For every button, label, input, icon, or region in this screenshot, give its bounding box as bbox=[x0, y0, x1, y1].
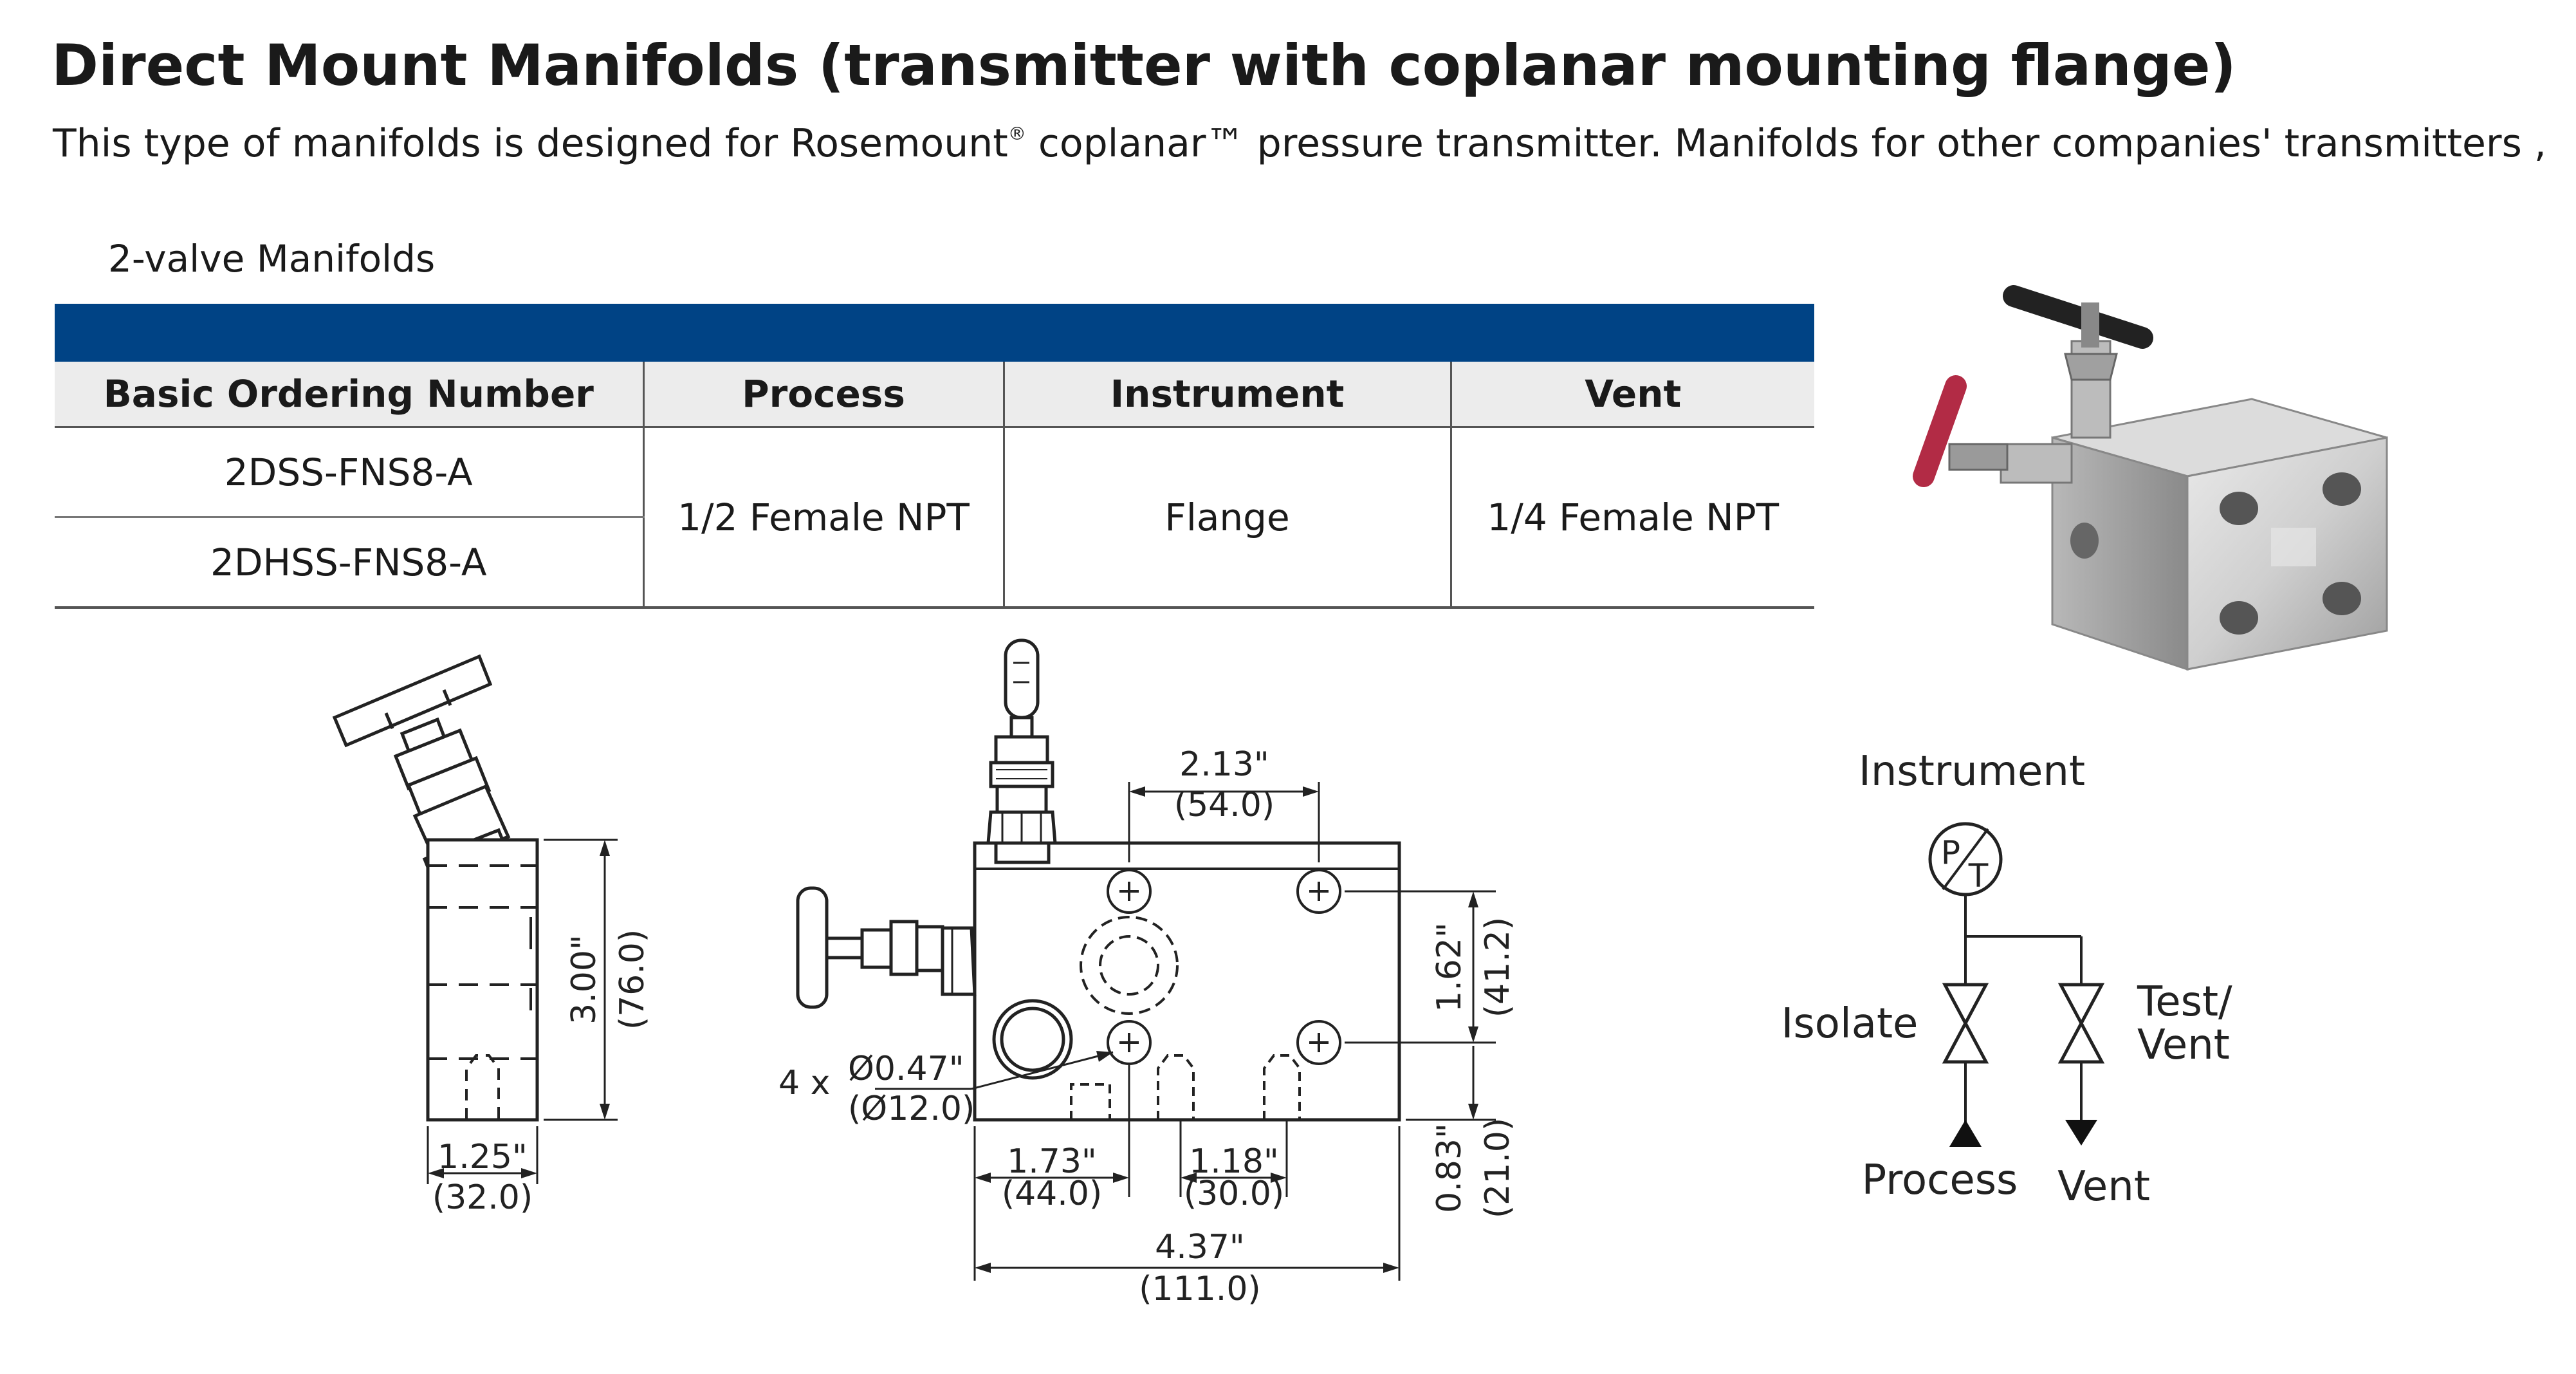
header-vent: Vent bbox=[1451, 362, 1814, 428]
side-width-in: 1.25" bbox=[437, 1138, 528, 1176]
side-valve-stem bbox=[796, 886, 977, 1009]
instrument-cell: Flange bbox=[1002, 427, 1451, 609]
bottom-offset-mm: (21.0) bbox=[1478, 1118, 1517, 1218]
ordering-number-cell: 2DHSS-FNS8-A bbox=[55, 517, 643, 609]
intro-before: This type of manifolds is designed for R… bbox=[53, 121, 1008, 166]
front-dimension-lines bbox=[875, 782, 1496, 1281]
table-row: 2DSS-FNS8-A 1/2 Female NPT Flange 1/4 Fe… bbox=[55, 427, 1814, 609]
table-header-band bbox=[55, 304, 1814, 362]
top-spacing-mm: (54.0) bbox=[1174, 786, 1274, 824]
side-body bbox=[426, 838, 539, 1122]
intro-text: This type of manifolds is designed for R… bbox=[53, 121, 2546, 166]
manifold-body bbox=[2051, 398, 2388, 671]
intro-after: coplanar™ pressure transmitter. Manifold… bbox=[1026, 121, 2547, 166]
photo-valve-top bbox=[2003, 285, 2153, 439]
side-dimension-lines bbox=[427, 839, 618, 1184]
ordering-table: Basic Ordering Number Process Instrument… bbox=[55, 304, 1814, 609]
port-spacing-mm: (30.0) bbox=[1184, 1174, 1284, 1213]
left-offset-mm: (44.0) bbox=[1002, 1174, 1102, 1213]
process-arrow-icon bbox=[1949, 1120, 1982, 1147]
side-height-in: 3.00" bbox=[565, 934, 603, 1025]
left-offset-in: 1.73" bbox=[1007, 1142, 1097, 1181]
header-instrument: Instrument bbox=[1004, 362, 1452, 428]
gauge-t-letter: T bbox=[1968, 857, 1989, 895]
side-height-mm: (76.0) bbox=[613, 929, 652, 1030]
bottom-offset-in: 0.83" bbox=[1430, 1123, 1469, 1213]
process-port bbox=[992, 999, 1073, 1080]
table-row: 2DHSS-FNS8-A bbox=[55, 517, 1814, 609]
product-photo bbox=[1913, 285, 2388, 671]
schematic-isolate-label: Isolate bbox=[1781, 1000, 1918, 1048]
schematic-instrument-label: Instrument bbox=[1859, 748, 2085, 795]
side-view: 3.00" (76.0) 1.25" (32.0) bbox=[332, 654, 652, 1217]
schematic-vent-label: Vent bbox=[2057, 1163, 2150, 1211]
mounting-holes bbox=[1107, 869, 1341, 1065]
ordering-number-cell: 2DSS-FNS8-A bbox=[55, 427, 643, 518]
bottom-ports bbox=[1070, 1054, 1301, 1120]
photo-valve-side bbox=[1913, 375, 2073, 487]
hole-dia-mm: (Ø12.0) bbox=[848, 1090, 975, 1128]
pressure-gauge-icon: P T bbox=[1928, 822, 2003, 896]
valve-schematic: Instrument Isolate Test/ Vent Process Ve… bbox=[1781, 748, 2232, 1211]
top-spacing-in: 2.13" bbox=[1179, 745, 1269, 784]
top-valve-stem bbox=[986, 638, 1057, 864]
vertical-spacing-in: 1.62" bbox=[1430, 922, 1469, 1012]
hole-count: 4 x bbox=[778, 1064, 830, 1102]
table-header-row: Basic Ordering Number Process Instrument… bbox=[55, 362, 1814, 428]
table-caption: 2-valve Manifolds bbox=[108, 237, 436, 281]
header-process: Process bbox=[643, 362, 1005, 428]
port-spacing-in: 1.18" bbox=[1189, 1142, 1279, 1181]
vertical-spacing-mm: (41.2) bbox=[1478, 917, 1517, 1017]
header-ordering-number: Basic Ordering Number bbox=[55, 362, 645, 428]
schematic-test-label: Test/ bbox=[2137, 978, 2232, 1026]
hole-dia-in: Ø0.47" bbox=[848, 1050, 964, 1088]
side-width-mm: (32.0) bbox=[432, 1178, 533, 1217]
schematic-lines bbox=[1964, 895, 2083, 1125]
schematic-process-label: Process bbox=[1862, 1156, 2018, 1204]
hidden-port bbox=[1080, 916, 1179, 1015]
process-cell: 1/2 Female NPT bbox=[642, 427, 1004, 609]
vent-cell: 1/4 Female NPT bbox=[1449, 427, 1814, 609]
gauge-p-letter: P bbox=[1941, 834, 1960, 871]
vent-arrow-icon bbox=[2065, 1120, 2097, 1146]
isolate-valve-icon bbox=[1942, 983, 1989, 1064]
page-title: Direct Mount Manifolds (transmitter with… bbox=[51, 32, 2236, 98]
front-view: 2.13" (54.0) 1.62" (41.2) 0.83" (21.0) 4… bbox=[778, 638, 1517, 1308]
overall-width-in: 4.37" bbox=[1155, 1228, 1245, 1267]
registered-mark: ® bbox=[1007, 123, 1026, 144]
schematic-test-vent-label: Vent bbox=[2137, 1021, 2230, 1069]
test-vent-valve-icon bbox=[2057, 983, 2105, 1064]
overall-width-mm: (111.0) bbox=[1139, 1270, 1260, 1308]
